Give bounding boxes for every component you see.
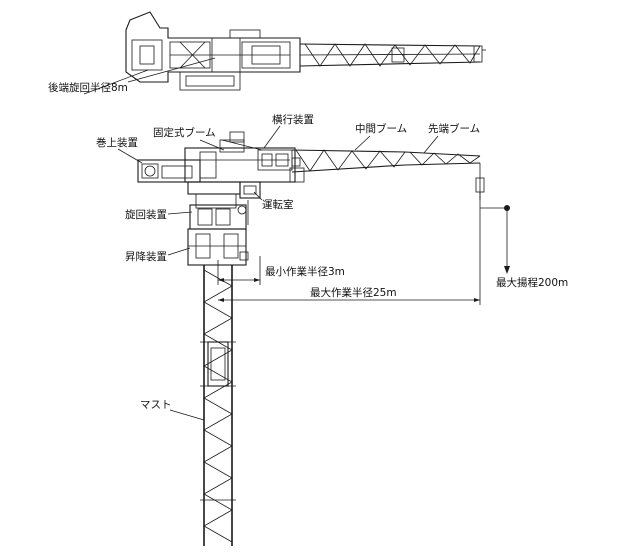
label-max-lift-height: 最大揚程200m [496,276,568,289]
label-tip-boom: 先端ブーム [428,122,480,135]
label-hoist-device: 巻上装置 [96,136,138,149]
label-slewing-device: 旋回装置 [125,208,167,221]
elevation-view [137,131,485,546]
label-min-working-radius: 最小作業半径3m [265,265,345,278]
label-mast: マスト [140,399,172,411]
plan-view [125,11,486,91]
dimension-lines [217,205,510,305]
label-middle-boom: 中間ブーム [355,122,407,135]
label-operator-cab: 運転室 [262,198,294,211]
label-elevating-device: 昇降装置 [125,250,167,263]
label-max-working-radius: 最大作業半径25m [310,286,397,299]
label-tail-swing-radius: 後端旋回半径8m [48,81,128,94]
leader-tail-swing [83,69,149,95]
label-traverse-device: 横行装置 [272,113,314,126]
label-fixed-boom: 固定式ブーム [153,126,216,139]
